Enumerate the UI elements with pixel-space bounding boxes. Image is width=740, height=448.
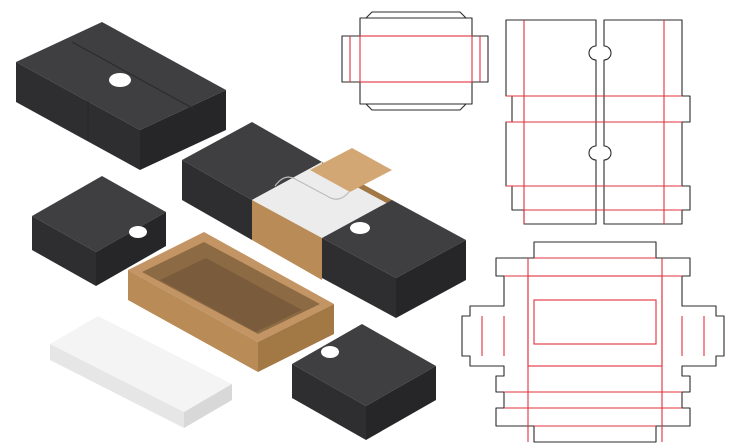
white-tray-top	[50, 316, 232, 412]
tray-inner-front	[252, 200, 322, 280]
left-sleeve-top	[182, 122, 322, 200]
right-sleeve-side	[396, 240, 466, 318]
sleeve-left-outline	[505, 19, 597, 225]
left-sleeve-front	[182, 160, 252, 240]
bottom-sleeve-front	[292, 364, 366, 440]
white-tray	[50, 316, 232, 428]
dieline-sleeve	[505, 19, 691, 225]
right-sleeve-front	[322, 238, 396, 318]
small-sleeve-top	[32, 176, 166, 252]
bottom-sleeve-side	[366, 366, 436, 440]
kraft-tray	[128, 232, 334, 372]
semicircle-notch-icon	[350, 222, 370, 234]
tray-front	[128, 270, 258, 372]
lid-fold-box	[359, 35, 473, 83]
small-sleeve-side	[96, 212, 166, 286]
dieline-lid	[341, 11, 489, 111]
dieline-tray	[461, 241, 725, 443]
semicircle-notch-icon	[321, 346, 339, 358]
small-sleeve-bottom	[292, 324, 436, 440]
small-sleeve	[32, 176, 166, 286]
semicircle-notch-icon	[274, 176, 350, 200]
right-sleeve-top	[322, 200, 466, 278]
sleeve-right-outline	[603, 19, 691, 225]
box-front-face	[16, 62, 140, 170]
sleeve-seam	[71, 41, 197, 111]
semicircle-notch-icon	[129, 226, 147, 238]
semicircle-notch-icon	[109, 73, 131, 87]
box-side-face	[140, 90, 226, 170]
small-sleeve-front	[32, 216, 96, 286]
tray-side	[258, 304, 334, 372]
closed-sleeve-box	[16, 22, 226, 170]
tray-base-fold	[527, 275, 663, 367]
tray-inner-back	[310, 148, 392, 192]
tray-inner-fold	[533, 299, 657, 345]
open-sliding-box	[182, 122, 466, 318]
lid-tab-notches	[365, 11, 467, 111]
tray-floor	[160, 258, 302, 332]
white-tray-front	[50, 344, 184, 428]
tray-cut-outline	[461, 241, 725, 443]
bottom-sleeve-top	[292, 324, 436, 406]
white-tray-side	[184, 384, 232, 428]
lid-cut-outline	[341, 17, 489, 105]
